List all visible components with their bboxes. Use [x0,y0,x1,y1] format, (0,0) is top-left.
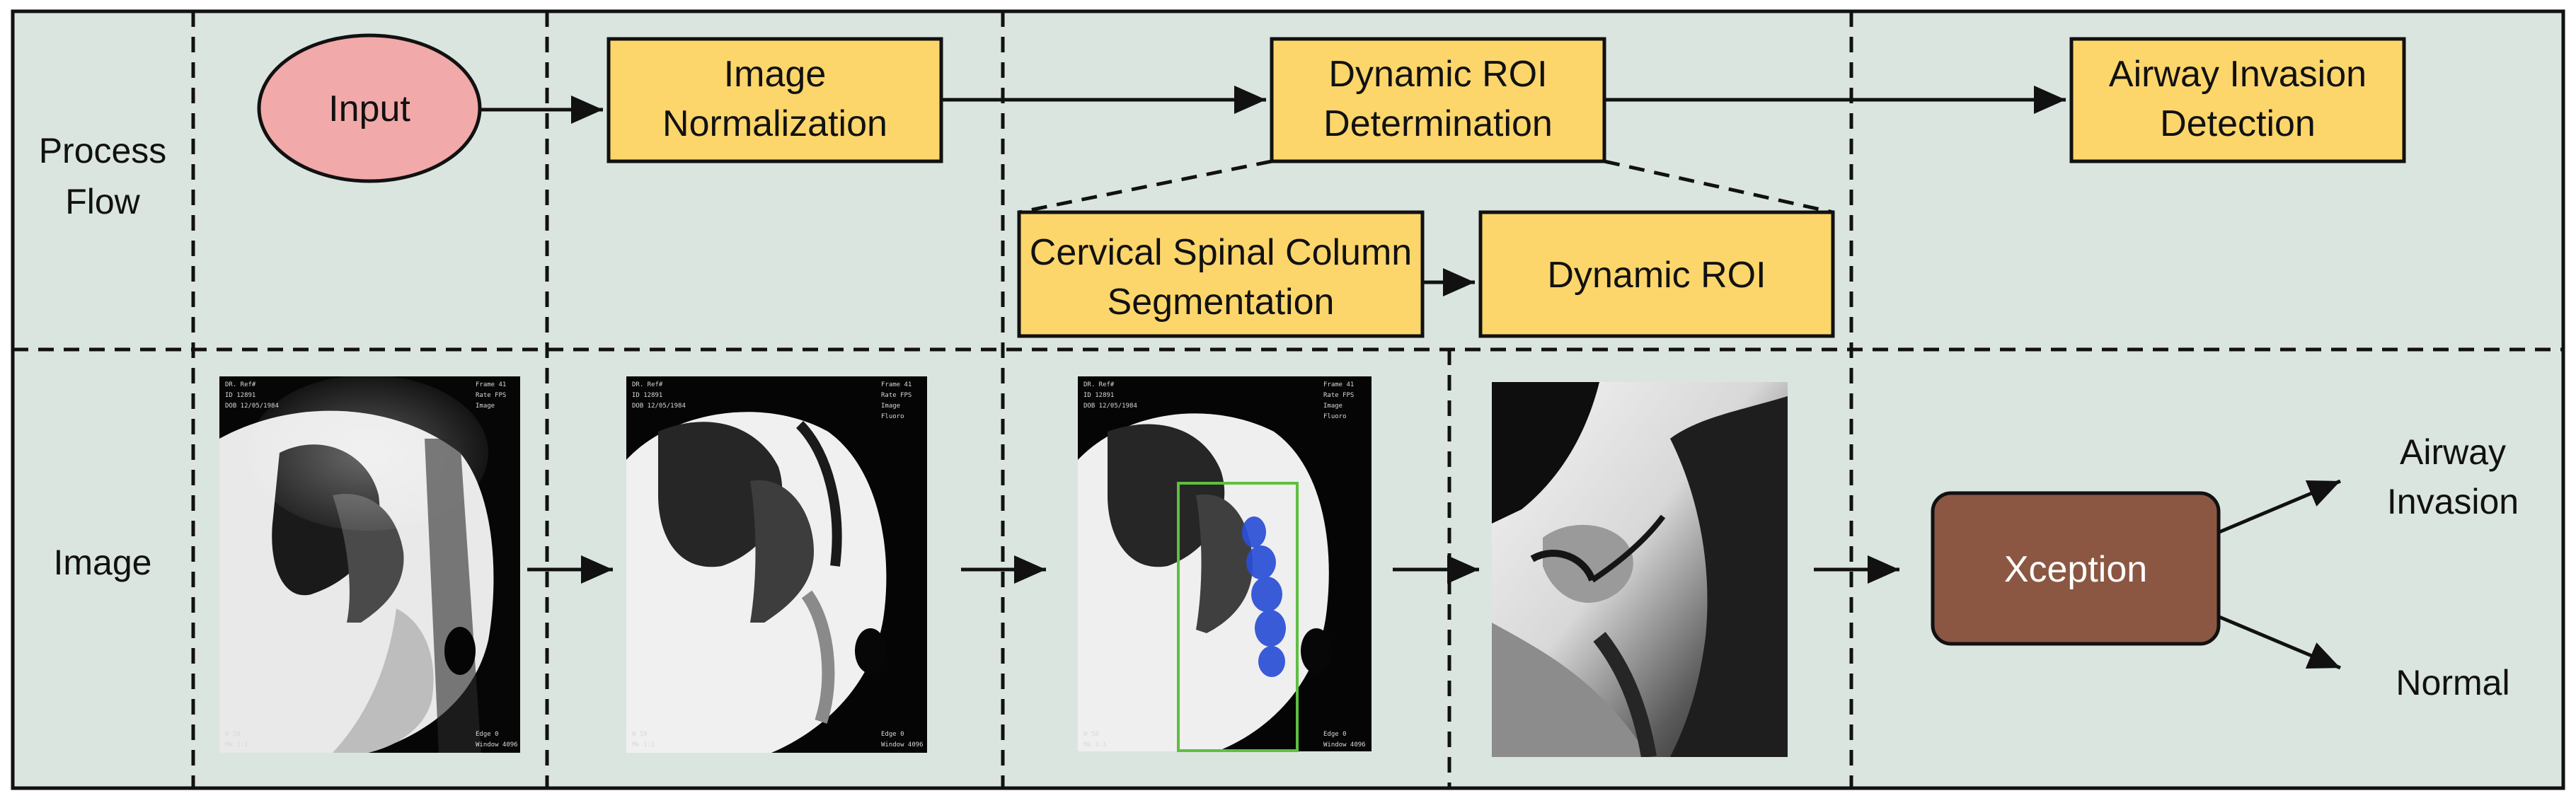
svg-text:Airway Invasion: Airway Invasion [2109,54,2367,95]
svg-text:ID 12891: ID 12891 [225,392,255,399]
svg-text:Window 4096: Window 4096 [1323,741,1366,749]
svg-text:Input: Input [328,88,410,129]
svg-text:Fluoro: Fluoro [1323,413,1347,420]
svg-text:Frame 41: Frame 41 [1323,381,1354,388]
roi-bounding-box [1177,482,1299,752]
image-arrows [527,479,2341,670]
row-label-image: Image [54,543,152,582]
svg-text:Window 4096: Window 4096 [881,741,924,749]
svg-text:Xception: Xception [2004,549,2147,590]
invasion-detection-box: Airway Invasion Detection [2069,37,2406,163]
svg-text:Rate FPS: Rate FPS [1323,392,1354,399]
svg-text:Detection: Detection [2160,103,2316,144]
xray-raw-image: DR. Ref# ID 12891 DOB 12/05/1984 Frame 4… [219,376,520,753]
svg-text:Image: Image [476,403,495,410]
output-invasion-label-line2: Invasion [2387,482,2519,521]
svg-text:DR. Ref#: DR. Ref# [632,381,663,388]
xception-model-box: Xception [1931,491,2221,646]
svg-text:Dynamic ROI: Dynamic ROI [1328,54,1547,95]
svg-text:Window 4096: Window 4096 [476,741,518,749]
svg-text:ID 12891: ID 12891 [632,392,662,399]
svg-text:DR. Ref#: DR. Ref# [1083,381,1115,388]
expansion-lines [1018,159,1834,214]
input-node: Input [257,33,482,183]
dynamic-roi-box: Dynamic ROI [1478,210,1835,338]
normalization-box: Image Normalization [606,37,943,163]
svg-text:DOB 12/05/1984: DOB 12/05/1984 [1083,403,1137,410]
roi-determination-box: Dynamic ROI Determination [1270,37,1606,163]
svg-text:Cervical Spinal Column: Cervical Spinal Column [1030,232,1412,273]
svg-text:Rate FPS: Rate FPS [476,392,506,399]
svg-text:Rate FPS: Rate FPS [881,392,912,399]
spine-segmentation-overlay [1242,516,1286,677]
svg-text:Fluoro: Fluoro [881,413,904,420]
xray-roi-crop-image [1492,382,1788,757]
svg-text:DOB 12/05/1984: DOB 12/05/1984 [225,403,279,410]
svg-text:Frame 41: Frame 41 [881,381,912,388]
svg-text:W 58: W 58 [1083,731,1099,738]
xray-normalized-image: DR. Ref# ID 12891 DOB 12/05/1984 Frame 4… [626,376,927,753]
svg-text:Mk 1:1: Mk 1:1 [632,741,655,749]
svg-text:Frame 41: Frame 41 [476,381,506,388]
expansion-line-right [1604,159,1834,214]
svg-text:W 58: W 58 [632,731,648,738]
spine-segmentation-box: Cervical Spinal Column Segmentation [1017,210,1425,338]
svg-text:ID 12891: ID 12891 [1083,392,1114,399]
arrow-model-to-normal [2219,615,2341,670]
svg-text:Edge 0: Edge 0 [1323,731,1347,738]
row-label-flow: Flow [65,182,140,221]
svg-text:DOB 12/05/1984: DOB 12/05/1984 [632,403,686,410]
svg-text:DR. Ref#: DR. Ref# [225,381,256,388]
svg-text:Edge 0: Edge 0 [476,731,499,738]
arrow-model-to-invasion [2219,479,2341,534]
xray-segmented-image: DR. Ref# ID 12891 DOB 12/05/1984 Frame 4… [1078,376,1372,752]
svg-text:Image: Image [724,54,827,95]
process-arrows [480,86,2066,296]
svg-text:Mk 1:1: Mk 1:1 [1083,741,1107,749]
svg-text:Image: Image [881,403,900,410]
svg-text:Segmentation: Segmentation [1108,282,1335,323]
expansion-line-left [1018,159,1272,214]
svg-text:Normalization: Normalization [662,103,887,144]
svg-text:Edge 0: Edge 0 [881,731,904,738]
grid-dividers [13,11,2563,788]
row-label-process: Process [39,131,167,171]
output-invasion-label: Airway [2400,432,2506,472]
svg-text:W 58: W 58 [225,731,241,738]
svg-text:Dynamic ROI: Dynamic ROI [1547,255,1766,296]
output-normal-label: Normal [2396,663,2509,703]
svg-text:Mk 1:1: Mk 1:1 [225,741,248,749]
svg-text:Determination: Determination [1323,103,1553,144]
svg-text:Image: Image [1323,403,1342,410]
